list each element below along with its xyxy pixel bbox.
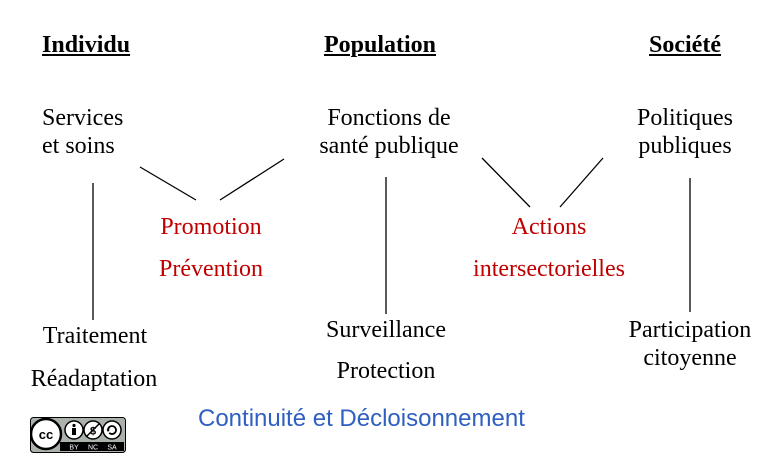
cc-by-text: BY	[69, 445, 79, 452]
participation-line1: Participation	[628, 317, 752, 343]
cc-nc-text: NC	[88, 445, 98, 452]
readaptation-label: Réadaptation	[30, 366, 158, 392]
fonctions-line2: santé publique	[319, 133, 459, 159]
cc-sa-text: SA	[107, 445, 117, 452]
politiques-line2: publiques	[638, 133, 732, 159]
line-services-promotion	[139, 166, 197, 201]
cc-license-badge[interactable]: cc $ BY NC SA	[29, 417, 126, 453]
participation-line2: citoyenne	[643, 345, 737, 371]
line-fonctions-actions	[481, 157, 531, 208]
cc-by-nc-sa-icon: cc $ BY NC SA	[29, 417, 126, 453]
traitement-label: Traitement	[42, 323, 148, 349]
promotion-label: Promotion	[160, 214, 262, 240]
header-population: Population	[324, 32, 437, 58]
cc-text: cc	[39, 427, 53, 442]
politiques-line1: Politiques	[636, 105, 733, 131]
services-line1: Services	[42, 105, 124, 131]
intersectorielles-label: intersectorielles	[473, 256, 625, 282]
line-fonctions-promotion	[219, 158, 285, 201]
surveillance-label: Surveillance	[326, 317, 446, 343]
protection-label: Protection	[336, 358, 436, 384]
svg-text:$: $	[90, 426, 96, 438]
services-line2: et soins	[42, 133, 115, 159]
continuite-text: Continuité et Décloisonnement	[198, 405, 525, 432]
prevention-label: Prévention	[159, 256, 263, 282]
line-politiques-actions	[559, 157, 604, 208]
actions-label: Actions	[511, 214, 587, 240]
fonctions-line1: Fonctions de	[327, 105, 451, 131]
header-individu: Individu	[42, 32, 131, 58]
header-societe: Société	[649, 32, 721, 58]
